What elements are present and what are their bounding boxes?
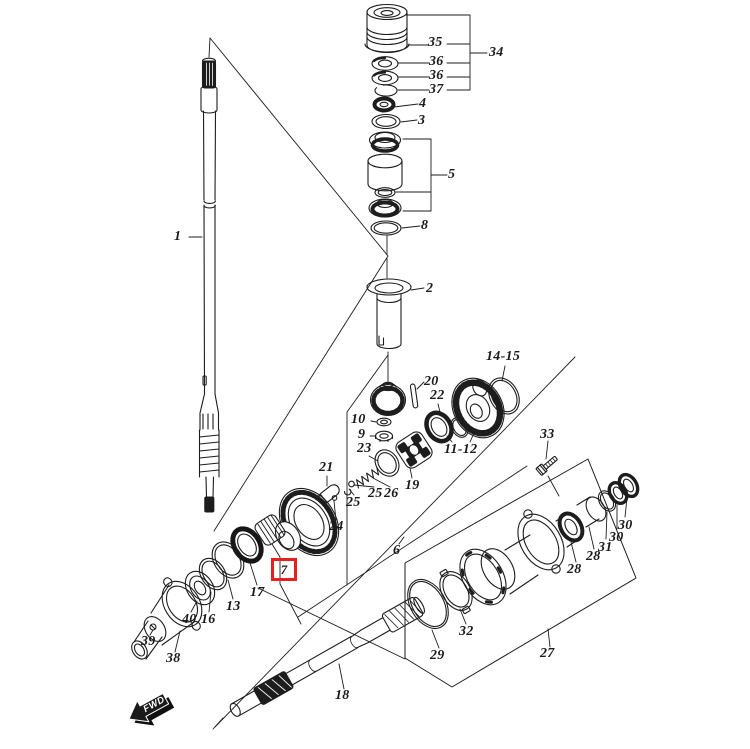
callout-6[interactable]: 6: [393, 543, 401, 558]
pinion-gear-cluster: [318, 377, 520, 504]
callout-36-second[interactable]: 36: [429, 68, 444, 83]
forward-gear-cluster: [131, 487, 340, 660]
callout-30-lower[interactable]: 30: [609, 530, 624, 545]
upper-bearing-stack-34: [364, 3, 410, 236]
callout-1[interactable]: 1: [174, 229, 182, 244]
callout-16[interactable]: 16: [201, 612, 216, 627]
callout-33[interactable]: 33: [540, 427, 555, 442]
callout-28-upper[interactable]: 28: [586, 549, 601, 564]
bearing-carrier-assembly-box-27: [404, 458, 640, 688]
callout-28-lower[interactable]: 28: [567, 562, 582, 577]
callout-39[interactable]: 39: [141, 634, 156, 649]
callout-21[interactable]: 21: [319, 460, 334, 475]
callout-3[interactable]: 3: [418, 113, 426, 128]
callout-14-15[interactable]: 14-15: [486, 349, 521, 364]
callout-35[interactable]: 35: [428, 35, 443, 50]
callout-9[interactable]: 9: [358, 427, 366, 442]
highlight-box-part-7[interactable]: 7: [271, 558, 297, 581]
callout-11-12[interactable]: 11-12: [444, 442, 478, 457]
callout-19[interactable]: 19: [405, 478, 420, 493]
callout-27[interactable]: 27: [540, 646, 555, 661]
callout-38[interactable]: 38: [166, 651, 181, 666]
callout-24[interactable]: 24: [329, 519, 344, 534]
callout-10[interactable]: 10: [351, 412, 366, 427]
callout-4[interactable]: 4: [419, 96, 427, 111]
leader-lines: [149, 14, 628, 690]
callout-32[interactable]: 32: [459, 624, 474, 639]
callout-25-upper[interactable]: 25: [368, 486, 383, 501]
callout-20[interactable]: 20: [424, 374, 439, 389]
driveshaft-part-1: [198, 57, 220, 513]
callout-13[interactable]: 13: [226, 599, 241, 614]
callout-36-first[interactable]: 36: [429, 54, 444, 69]
callout-40[interactable]: 40: [182, 612, 197, 627]
callout-18[interactable]: 18: [335, 688, 350, 703]
callout-26[interactable]: 26: [384, 486, 399, 501]
callout-17[interactable]: 17: [250, 585, 265, 600]
fwd-arrow: [128, 692, 175, 726]
callout-22[interactable]: 22: [430, 388, 445, 403]
callout-25-lower[interactable]: 25: [346, 495, 361, 510]
callout-2[interactable]: 2: [426, 281, 434, 296]
driveshaft-bush-part-2: [366, 278, 412, 350]
callout-31[interactable]: 31: [598, 540, 613, 555]
callout-37[interactable]: 37: [429, 82, 444, 97]
callout-8[interactable]: 8: [421, 218, 429, 233]
callout-30-upper[interactable]: 30: [618, 518, 633, 533]
callout-23[interactable]: 23: [357, 441, 372, 456]
callout-34[interactable]: 34: [489, 45, 504, 60]
propeller-shaft-part-18: [229, 596, 426, 717]
callout-7[interactable]: 7: [280, 562, 288, 577]
construction-lines: [208, 37, 576, 730]
callout-29[interactable]: 29: [430, 648, 445, 663]
callout-5[interactable]: 5: [448, 167, 456, 182]
bolt-part-33: [535, 455, 558, 476]
